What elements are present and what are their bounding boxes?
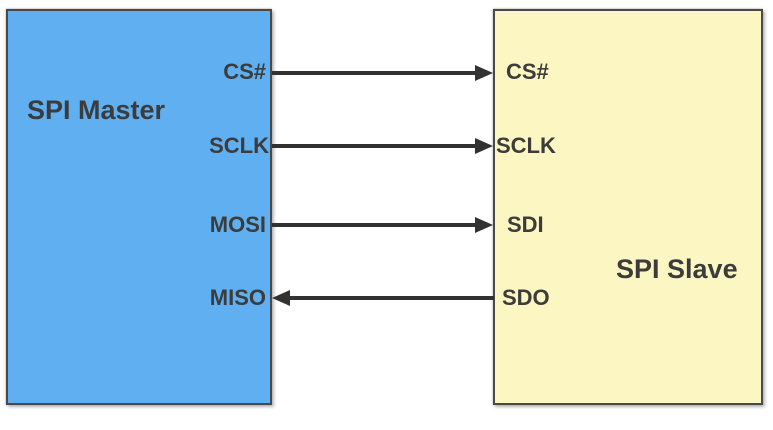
spi-master-title: SPI Master [27, 95, 166, 125]
arrow-shaft [272, 144, 479, 148]
arrow-shaft [272, 223, 479, 227]
master-pin-sclk: SCLK [209, 133, 269, 158]
arrow-sclk-master-to-slave [272, 138, 493, 154]
master-pin-cs: CS# [223, 59, 266, 84]
spi-master-box [6, 9, 272, 405]
master-pin-mosi: MOSI [209, 212, 266, 237]
arrowhead-right-icon [475, 65, 493, 81]
slave-pin-sdo: SDO [502, 285, 550, 310]
spi-slave-title: SPI Slave [616, 254, 738, 284]
master-pin-miso: MISO [209, 285, 266, 310]
arrow-cs-master-to-slave [272, 65, 493, 81]
spi-slave-box [493, 9, 763, 405]
slave-pin-sclk: SCLK [496, 133, 556, 158]
arrow-sdo-to-miso [272, 290, 494, 306]
arrowhead-right-icon [475, 217, 493, 233]
slave-pin-sdi: SDI [507, 212, 544, 237]
arrowhead-left-icon [272, 290, 290, 306]
arrow-shaft [272, 71, 479, 75]
arrow-shaft [286, 296, 494, 300]
arrowhead-right-icon [475, 138, 493, 154]
slave-pin-cs: CS# [506, 59, 549, 84]
arrow-mosi-to-sdi [272, 217, 493, 233]
